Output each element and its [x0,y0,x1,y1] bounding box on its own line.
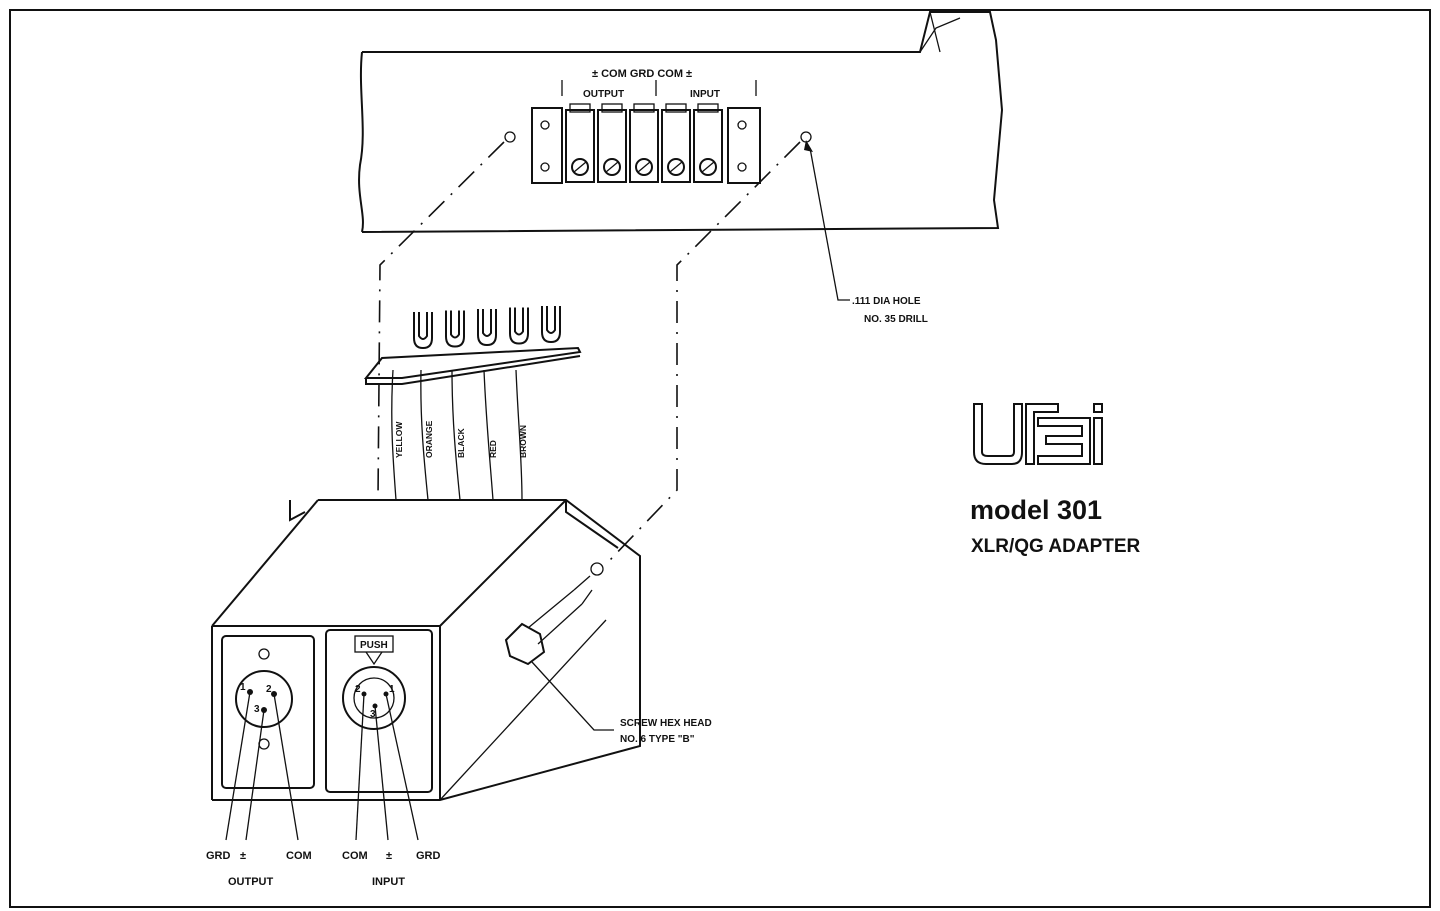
terminal-output-label: OUTPUT [583,89,624,100]
input-lead-plus: ± [386,850,392,862]
terminal-block [565,103,595,183]
spade-lug [509,307,529,345]
output-xlr-connector [235,670,293,728]
screw-leader [531,661,614,731]
spade-lug [445,310,465,348]
screw-note-line1: SCREW HEX HEAD [620,718,712,729]
wire-label-red: RED [488,440,498,458]
page-frame [9,9,1431,908]
input-pin-2: 2 [355,684,361,695]
terminal-block [661,103,691,183]
mounting-panel [358,11,1004,233]
wire-label-black: BLACK [456,427,466,458]
wire-label-orange: ORANGE [424,420,434,458]
wire-label-yellow: YELLOW [394,421,404,458]
terminal-screw [603,158,621,176]
terminal-screw [667,158,685,176]
input-pin-3: 3 [370,709,376,720]
input-leads [355,693,419,841]
wire-label-brown: BROWN [518,425,528,458]
spade-lug-strip [363,306,582,385]
input-leads-title: INPUT [372,876,405,888]
terminal-block [597,103,627,183]
hole-arrow [804,140,813,152]
terminal-block [693,103,723,183]
spade-lug [541,306,561,344]
terminal-block [629,103,659,183]
terminal-screw [635,158,653,176]
adapter-box [211,499,641,801]
alignment-line-left [377,141,505,499]
alignment-line-right [609,141,801,561]
flange-hole [590,562,604,576]
input-lead-com: COM [342,850,368,862]
hex-screw [504,575,593,666]
input-pin-1: 1 [389,684,395,695]
mount-hole-left [504,131,516,143]
terminal-screw [699,158,717,176]
wire-bundle [391,369,523,501]
output-lead-grd: GRD [206,850,231,862]
input-lead-grd: GRD [416,850,441,862]
spade-lug [477,309,497,347]
urei-logo [973,403,1103,465]
terminal-input-label: INPUT [690,89,720,100]
terminal-screw [571,158,589,176]
output-lead-plus: ± [240,850,246,862]
output-pin-3: 3 [254,704,260,715]
spade-lug [413,312,433,350]
screw-note-line2: NO. 6 TYPE "B" [620,734,695,745]
terminal-strip [531,80,761,184]
product-model: model 301 [970,495,1102,525]
output-xlr-plate [221,635,315,789]
product-subtitle: XLR/QG ADAPTER [971,536,1141,557]
terminal-top-label: ± COM GRD COM ± [592,68,692,80]
logo-text: UREI [1200,432,1224,443]
output-leads [225,691,299,841]
hole-note-line1: .111 DIA HOLE [852,296,921,307]
push-tab [354,635,394,653]
output-leads-title: OUTPUT [228,876,274,888]
output-pin-2: 2 [266,684,272,695]
hole-note-line2: NO. 35 DRILL [864,314,928,325]
push-label: PUSH [360,640,388,651]
output-lead-com: COM [286,850,312,862]
input-xlr-plate [325,629,433,793]
output-pin-1: 1 [240,682,246,693]
hole-leader [809,147,850,301]
input-xlr-connector [342,666,406,730]
